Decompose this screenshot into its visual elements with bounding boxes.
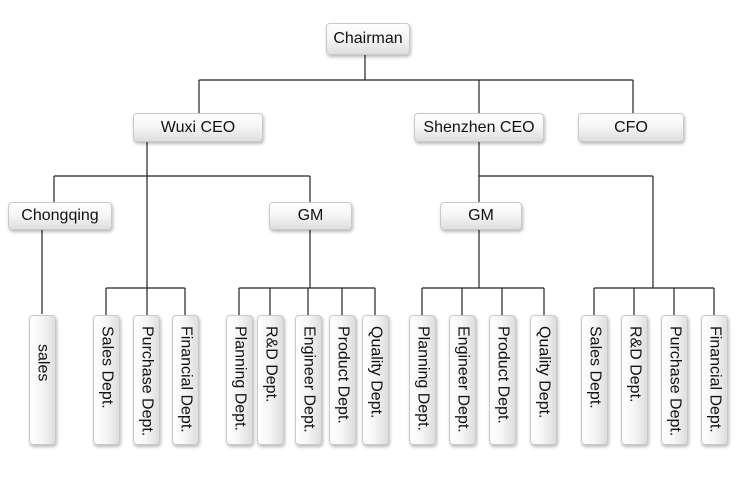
dept-label: Engineer Dept.	[454, 326, 472, 433]
dept-label: Quality Dept.	[367, 326, 385, 419]
dept-label: Product Dept.	[334, 326, 352, 424]
dept-label: Engineer Dept.	[300, 326, 318, 433]
dept-node: Purchase Dept.	[661, 315, 688, 445]
gm-wuxi-label: GM	[297, 207, 324, 224]
dept-node: Planning Dept.	[226, 315, 253, 445]
chairman-node: Chairman	[326, 23, 410, 55]
dept-node: Financial Dept.	[701, 315, 728, 445]
dept-label: Planning Dept.	[231, 326, 249, 431]
dept-node: Sales Dept.	[93, 315, 120, 445]
chongqing-node: Chongqing	[8, 202, 112, 230]
dept-label: Product Dept.	[494, 326, 512, 424]
dept-label: Planning Dept.	[414, 326, 432, 431]
dept-node: Quality Dept.	[530, 315, 557, 445]
dept-label: Quality Dept.	[535, 326, 553, 419]
dept-label: Financial Dept.	[177, 326, 195, 433]
dept-label: R&D Dept.	[626, 326, 644, 403]
dept-node: R&D Dept.	[257, 315, 284, 445]
dept-node: sales	[29, 315, 56, 445]
dept-label: Sales Dept.	[98, 326, 116, 409]
dept-node: Product Dept.	[489, 315, 516, 445]
gm-shenzhen-label: GM	[468, 207, 494, 224]
dept-node: Product Dept.	[329, 315, 356, 445]
dept-label: R&D Dept.	[262, 326, 280, 403]
chairman-label: Chairman	[333, 30, 403, 47]
dept-node: Financial Dept.	[172, 315, 199, 445]
dept-label: Financial Dept.	[706, 326, 724, 433]
dept-node: Sales Dept.	[581, 315, 608, 445]
chongqing-label: Chongqing	[21, 207, 99, 224]
dept-label: Purchase Dept.	[666, 326, 684, 437]
wuxi-ceo-node: Wuxi CEO	[133, 113, 263, 142]
wuxi-ceo-label: Wuxi CEO	[160, 118, 236, 136]
dept-node: Quality Dept.	[362, 315, 389, 445]
dept-node: Engineer Dept.	[295, 315, 322, 445]
cfo-label: CFO	[614, 118, 648, 136]
dept-node: Purchase Dept.	[133, 315, 160, 445]
dept-label: Purchase Dept.	[138, 326, 156, 437]
dept-node: Planning Dept.	[409, 315, 436, 445]
dept-node: R&D Dept.	[621, 315, 648, 445]
gm-wuxi-node: GM	[269, 202, 352, 230]
dept-label: Sales Dept.	[586, 326, 604, 409]
gm-shenzhen-node: GM	[440, 202, 522, 230]
dept-label: sales	[34, 344, 52, 382]
dept-node: Engineer Dept.	[449, 315, 476, 445]
cfo-node: CFO	[578, 113, 684, 142]
shenzhen-ceo-node: Shenzhen CEO	[414, 113, 544, 142]
shenzhen-ceo-label: Shenzhen CEO	[423, 118, 535, 136]
